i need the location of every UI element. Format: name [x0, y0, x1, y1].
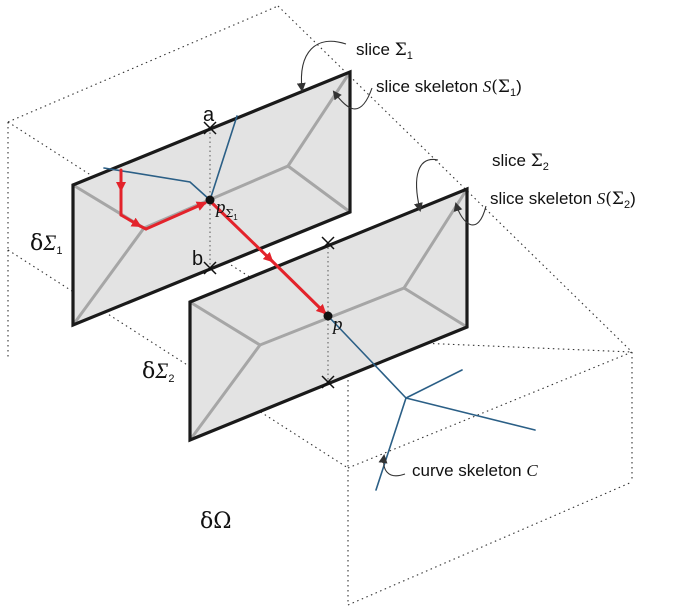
slice-sigma1-skeleton: [71, 70, 352, 327]
label-slice2-skeleton: slice skeleton S(Σ2): [490, 189, 636, 211]
label-point-p: p: [331, 314, 343, 335]
red-path: [116, 168, 327, 315]
cross-marks: [203, 121, 335, 389]
point-p-dot: [323, 311, 333, 321]
label-slice2: slice Σ2: [492, 151, 549, 173]
cross-mark-slice2-top: [321, 236, 335, 250]
cross-mark-b: [203, 261, 217, 275]
label-curve-skeleton: curve skeleton C: [412, 461, 538, 480]
label-boundary-sigma1: δΣ1: [30, 230, 62, 257]
label-slice1-skeleton: slice skeleton S(Σ1): [376, 77, 522, 99]
label-boundary-sigma2: δΣ2: [142, 358, 174, 385]
vertical-guides: [209, 128, 329, 382]
domain-boundary-box: [7, 5, 633, 606]
label-boundary-omega: δΩ: [200, 509, 232, 534]
slice-sigma2-border: [188, 186, 469, 443]
label-point-p-sigma1: pΣ1: [214, 197, 238, 222]
label-point-a: a: [203, 104, 215, 126]
label-slice1: slice Σ1: [356, 40, 413, 62]
label-point-b: b: [192, 248, 203, 270]
point-p-sigma1-dot: [205, 195, 215, 205]
slice-sigma1-border: [71, 69, 352, 328]
callout-curves: [296, 40, 487, 477]
cross-mark-a: [203, 121, 217, 135]
cross-mark-slice2-bottom: [321, 375, 335, 389]
